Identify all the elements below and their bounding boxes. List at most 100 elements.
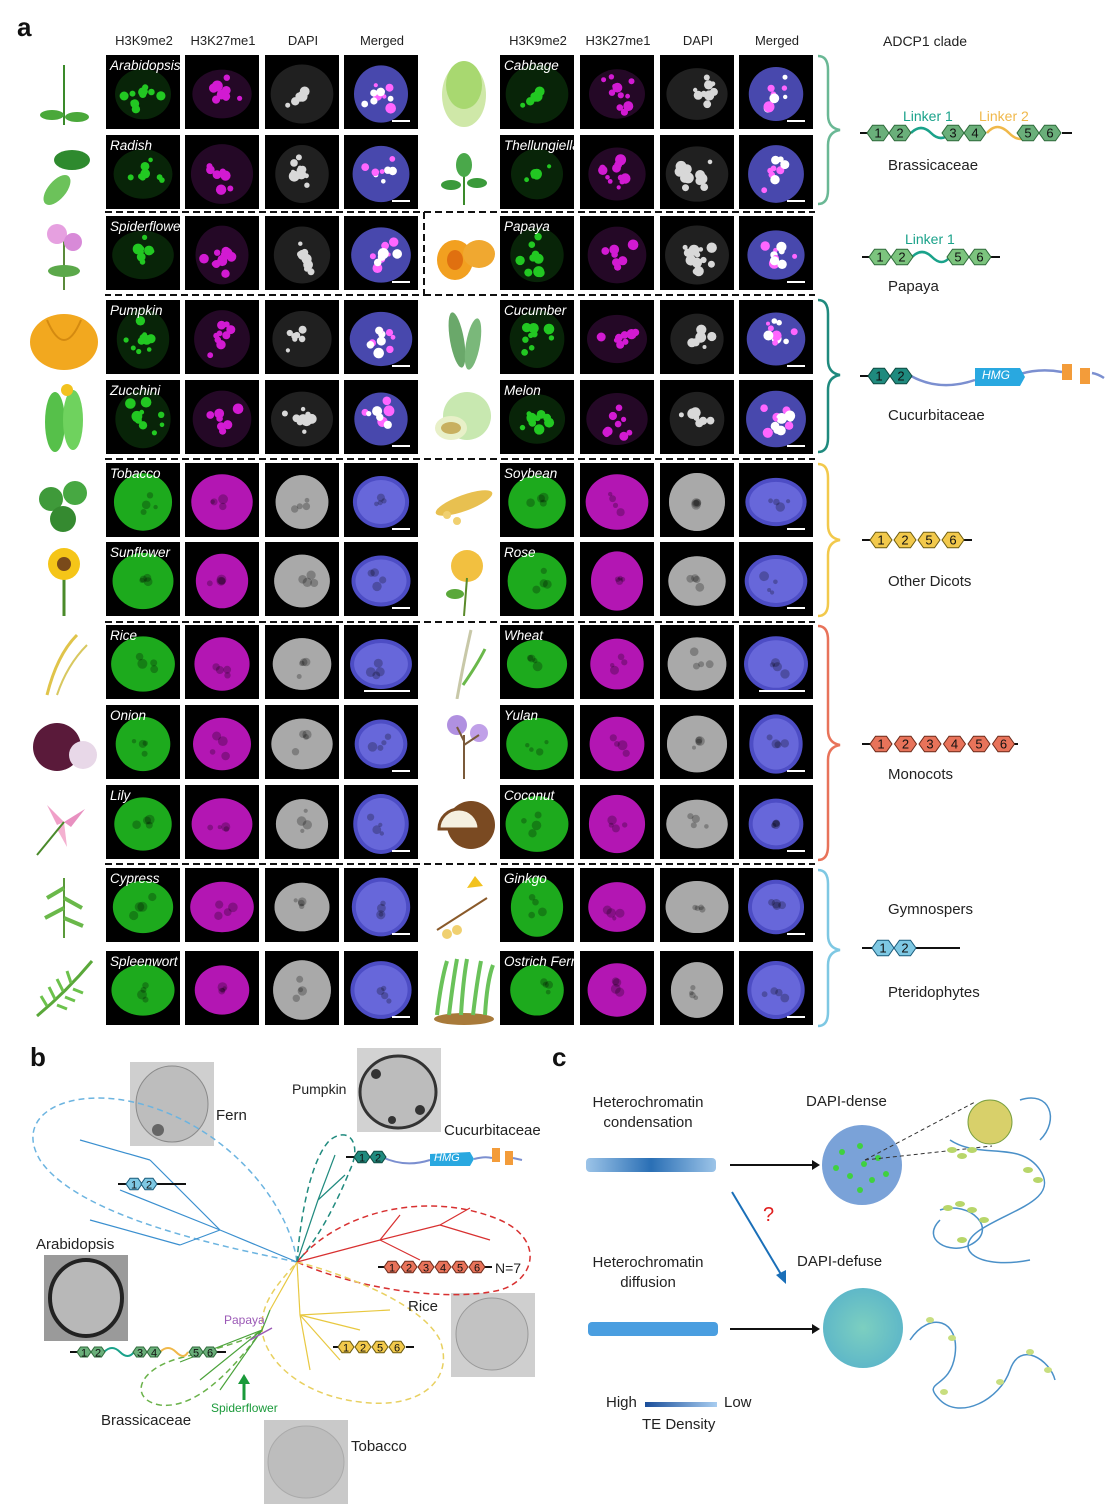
scale-bar (787, 200, 805, 202)
tile-r-9-merged (739, 785, 813, 859)
label-hmg-b: HMG (434, 1152, 460, 1164)
hmg-label: HMG (982, 368, 1010, 382)
domain-hex (967, 735, 991, 753)
panel-label-c: c (552, 1042, 567, 1072)
question-mark: ? (763, 1204, 775, 1226)
scale-bar (392, 445, 410, 447)
domain-hex (468, 1260, 486, 1274)
dicot-clade-outline (261, 1261, 445, 1404)
scale-bar (392, 281, 410, 283)
domain-hex (140, 1177, 158, 1191)
scale-bar (392, 933, 410, 935)
spleenwort-illustration (36, 960, 94, 1018)
tile-l-3-k9: Pumpkin (106, 300, 180, 374)
b-domain-brassica (70, 1347, 226, 1357)
b-domain-cucurbit (346, 1148, 523, 1166)
em-arabidopsis (44, 1255, 128, 1341)
dapi-defuse-nucleus (823, 1288, 903, 1368)
brace-gymno-ferns (817, 868, 841, 1028)
tile-r-0-dapi (660, 55, 734, 129)
clade-brassicaceae: Brassicaceae (888, 157, 979, 174)
label-high: High (606, 1394, 637, 1411)
tile-r-9-k9: Coconut (500, 785, 574, 859)
scale-bar (392, 200, 410, 202)
cucurbit-branches (296, 1154, 346, 1263)
domain-number: 1 (877, 737, 884, 752)
tile-l-10-k27 (185, 868, 259, 942)
ginkgo-illustration (436, 876, 488, 939)
domain-hex (918, 735, 942, 753)
tile-l-4-merged (344, 380, 418, 454)
domain-hex (941, 124, 965, 142)
em-tobacco (264, 1420, 348, 1504)
linker1-label: Linker 1 (903, 108, 953, 124)
domain-number: 1 (81, 1348, 87, 1360)
tile-l-2-k27 (185, 216, 259, 290)
soybean-illustration (435, 490, 493, 525)
label-brassicaceae-b: Brassicaceae (101, 1412, 192, 1429)
domain-hex (942, 735, 967, 753)
domain-number: 2 (95, 1348, 101, 1360)
domain-number: 6 (207, 1348, 213, 1360)
tile-r-1-merged (739, 135, 813, 209)
lily-illustration (36, 805, 85, 856)
tile-r-10-k27 (580, 868, 654, 942)
scale-bar (392, 607, 410, 609)
domain-hex (1038, 124, 1062, 142)
domain-number: 4 (440, 1263, 446, 1275)
cucumber-illustration (448, 312, 482, 370)
tile-r-4-k9: Melon (500, 380, 574, 454)
domain-hex (417, 1260, 435, 1274)
tile-r-10-k9: Ginkgo (500, 868, 574, 942)
heterochromatin-foci (833, 1143, 889, 1193)
tile-r-2-dapi (660, 216, 734, 290)
tile-r-8-merged (739, 705, 813, 779)
scale-bar (787, 445, 805, 447)
domain-hex (125, 1177, 143, 1191)
tile-l-7-k27 (185, 625, 259, 699)
hmg-box (975, 368, 1025, 386)
label-arabidopsis: Arabidopsis (36, 1236, 115, 1253)
clade-gymnosperms: Gymnospers (888, 901, 974, 918)
species-label-l-2: Spiderflower (110, 219, 180, 234)
col-header-1-0: H3K9me2 (509, 33, 567, 48)
domain-hex (146, 1346, 162, 1358)
domain-hex (868, 248, 892, 266)
tile-l-0-k27 (185, 55, 259, 129)
domain-hex (869, 531, 893, 549)
domain-number: 6 (976, 250, 983, 265)
tile-r-8-k27 (580, 705, 654, 779)
tile-l-8-merged (344, 705, 418, 779)
tile-l-6-dapi (265, 542, 339, 616)
tile-r-8-dapi (660, 705, 734, 779)
pumpkin-illustration (30, 314, 98, 370)
yulan-illustration (447, 715, 488, 779)
domain-hex (869, 735, 893, 753)
domain-number: 1 (359, 1153, 365, 1165)
tile-l-8-k9: Onion (106, 705, 180, 779)
tile-l-5-dapi (265, 463, 339, 537)
label-condensation: Heterochromatin condensation (592, 1094, 704, 1131)
scale-bar (392, 120, 410, 122)
domain-number: 5 (457, 1263, 463, 1275)
domain-number: 4 (151, 1348, 157, 1360)
diffusion-band (588, 1322, 718, 1336)
tile-r-6-k9: Rose (500, 542, 574, 616)
tile-l-0-k9: Arabidopsis (106, 55, 180, 129)
scale-bar (787, 933, 805, 935)
col-header-0-0: H3K9me2 (115, 33, 173, 48)
scale-bar (392, 365, 410, 367)
tile-l-3-dapi (265, 300, 339, 374)
tile-l-9-dapi (265, 785, 339, 859)
domain-number: 5 (954, 250, 961, 265)
scale-bar (759, 690, 805, 692)
tile-r-7-dapi (660, 625, 734, 699)
species-label-r-11: Ostrich Fern (504, 954, 574, 969)
rice-illustration (45, 633, 88, 696)
species-label-r-9: Coconut (504, 788, 555, 803)
domain-hex (963, 124, 987, 142)
diffuse-chromatin (909, 1321, 1056, 1409)
tile-l-5-merged (344, 463, 418, 537)
domain-hex (371, 1340, 389, 1354)
